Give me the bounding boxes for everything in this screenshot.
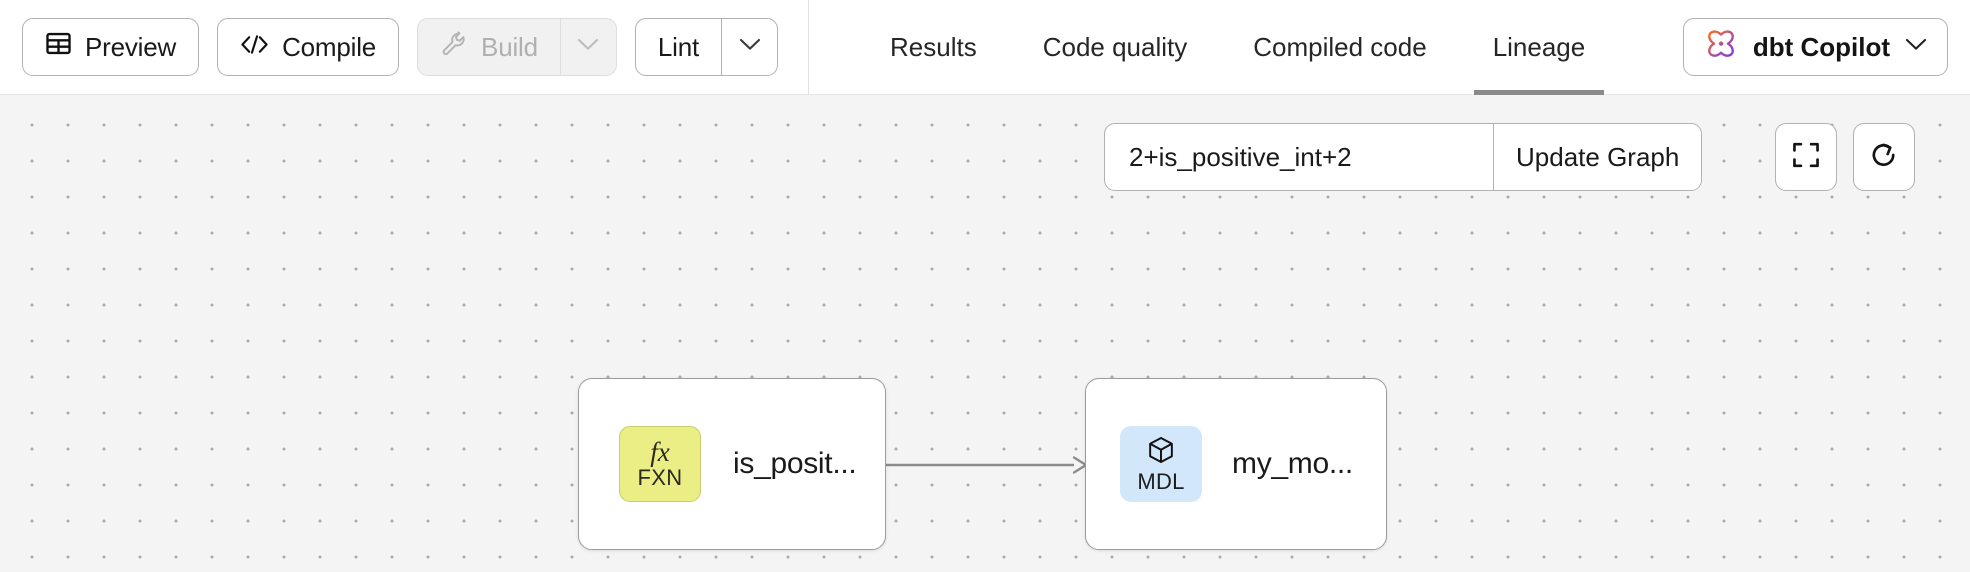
tab-results[interactable]: Results xyxy=(857,0,1010,95)
compile-button[interactable]: Compile xyxy=(217,18,400,76)
lineage-node-my-model[interactable]: MDL my_mo... xyxy=(1085,378,1387,550)
tab-code-quality[interactable]: Code quality xyxy=(1010,0,1221,95)
graph-control-bar: Update Graph xyxy=(1104,123,1703,191)
lineage-node-is-positive-int[interactable]: fx FXN is_posit... xyxy=(578,378,886,550)
toolbar-tabs-divider xyxy=(808,0,809,95)
lint-button[interactable]: Lint xyxy=(636,19,721,75)
top-bar-right: dbt Copilot xyxy=(1682,18,1970,76)
cube-icon xyxy=(1146,435,1176,470)
fullscreen-icon xyxy=(1791,140,1821,175)
lint-button-label: Lint xyxy=(657,31,699,62)
graph-view-controls xyxy=(1775,123,1915,191)
build-split-button: Build xyxy=(417,18,617,76)
update-graph-label: Update Graph xyxy=(1516,141,1680,172)
dbt-copilot-label: dbt Copilot xyxy=(1752,31,1890,62)
code-icon xyxy=(240,32,269,63)
chevron-down-icon xyxy=(577,38,599,56)
reset-graph-button[interactable] xyxy=(1853,123,1915,191)
dbt-copilot-atom-icon xyxy=(1704,29,1738,65)
build-dropdown-toggle xyxy=(559,19,616,75)
chevron-down-icon xyxy=(1905,38,1927,56)
tab-lineage-label: Lineage xyxy=(1492,31,1586,62)
lineage-node-label: my_mo... xyxy=(1232,447,1353,480)
tab-compiled-code[interactable]: Compiled code xyxy=(1220,0,1459,95)
fxn-badge-text: FXN xyxy=(637,465,683,490)
top-bar: Preview Compile xyxy=(0,0,1970,95)
lint-dropdown-toggle[interactable] xyxy=(721,19,777,75)
mdl-badge: MDL xyxy=(1120,426,1202,502)
action-toolbar: Preview Compile xyxy=(0,0,778,94)
update-graph-button[interactable]: Update Graph xyxy=(1493,124,1702,190)
tab-compiled-code-label: Compiled code xyxy=(1253,31,1427,62)
lineage-canvas[interactable]: Update Graph xyxy=(0,95,1970,572)
lint-split-button[interactable]: Lint xyxy=(634,18,778,76)
dbt-copilot-button[interactable]: dbt Copilot xyxy=(1682,18,1948,76)
node-selector-input[interactable] xyxy=(1105,124,1493,190)
result-tabs: Results Code quality Compiled code Linea… xyxy=(809,0,1618,95)
preview-button[interactable]: Preview xyxy=(22,18,200,76)
lineage-edge xyxy=(884,456,1088,474)
build-button: Build xyxy=(418,19,560,75)
refresh-icon xyxy=(1869,140,1899,175)
build-button-label: Build xyxy=(481,31,538,62)
table-icon xyxy=(45,30,72,64)
preview-button-label: Preview xyxy=(85,31,177,62)
lineage-node-label: is_posit... xyxy=(733,447,857,480)
fxn-badge: fx FXN xyxy=(619,426,701,502)
tab-results-label: Results xyxy=(890,31,977,62)
fit-view-button[interactable] xyxy=(1775,123,1837,191)
mdl-badge-text: MDL xyxy=(1137,469,1185,494)
tab-lineage[interactable]: Lineage xyxy=(1460,0,1619,95)
chevron-down-icon xyxy=(739,38,761,56)
compile-button-label: Compile xyxy=(282,31,377,62)
fx-glyph-icon: fx xyxy=(650,437,670,467)
wrench-icon xyxy=(440,30,468,65)
tab-code-quality-label: Code quality xyxy=(1042,31,1188,62)
